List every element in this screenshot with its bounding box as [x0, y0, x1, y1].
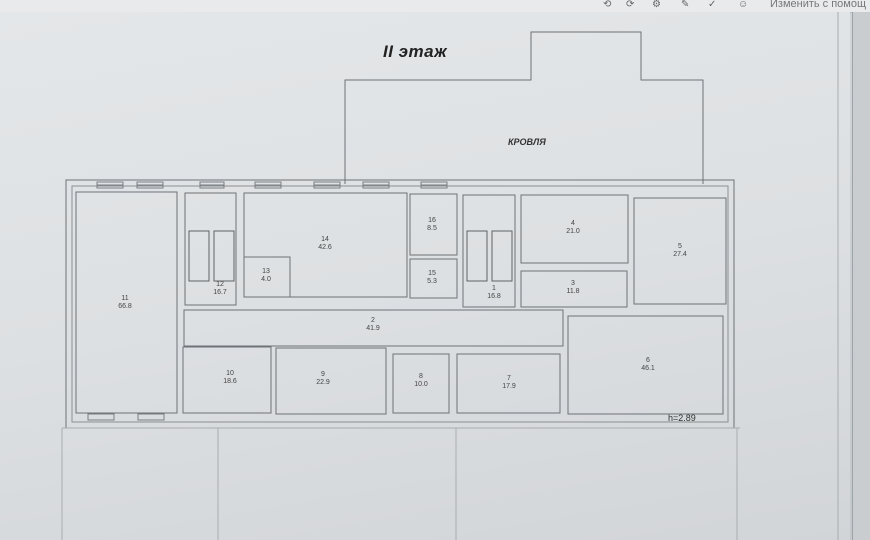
windows-top	[87, 181, 448, 421]
room-16-outline	[409, 193, 458, 256]
settings-icon[interactable]: ⚙	[652, 0, 661, 10]
room-6-outline	[567, 315, 724, 415]
ceiling-height-label: h=2.89	[668, 413, 696, 423]
edit-with-help-link[interactable]: Изменить с помощ	[770, 0, 867, 10]
room-8-outline	[392, 353, 450, 414]
room-5-outline	[633, 197, 727, 305]
roof-outline	[344, 31, 704, 184]
room-15-outline	[409, 258, 458, 299]
room-9-outline	[275, 347, 387, 415]
scrollbar[interactable]	[852, 12, 870, 540]
floor-plan	[61, 12, 839, 540]
room-4-outline	[520, 194, 629, 264]
forward-icon[interactable]: ⟳	[626, 0, 635, 10]
room-10-outline	[182, 346, 272, 414]
document-page: II этаж	[0, 12, 850, 540]
room-11-outline	[75, 191, 178, 414]
room-14-outline	[243, 192, 408, 298]
room-13-outline	[243, 256, 291, 298]
roof-label: КРОВЛЯ	[508, 137, 546, 147]
room-3-outline	[520, 270, 628, 308]
room-7-outline	[456, 353, 561, 414]
floor-title: II этаж	[383, 42, 448, 61]
sticker-icon[interactable]: ☺	[738, 0, 749, 10]
edit-icon[interactable]: ✎	[681, 0, 690, 10]
room-2-outline	[183, 309, 564, 347]
share-icon[interactable]: ✓	[708, 0, 717, 10]
back-icon[interactable]: ⟲	[603, 0, 612, 10]
